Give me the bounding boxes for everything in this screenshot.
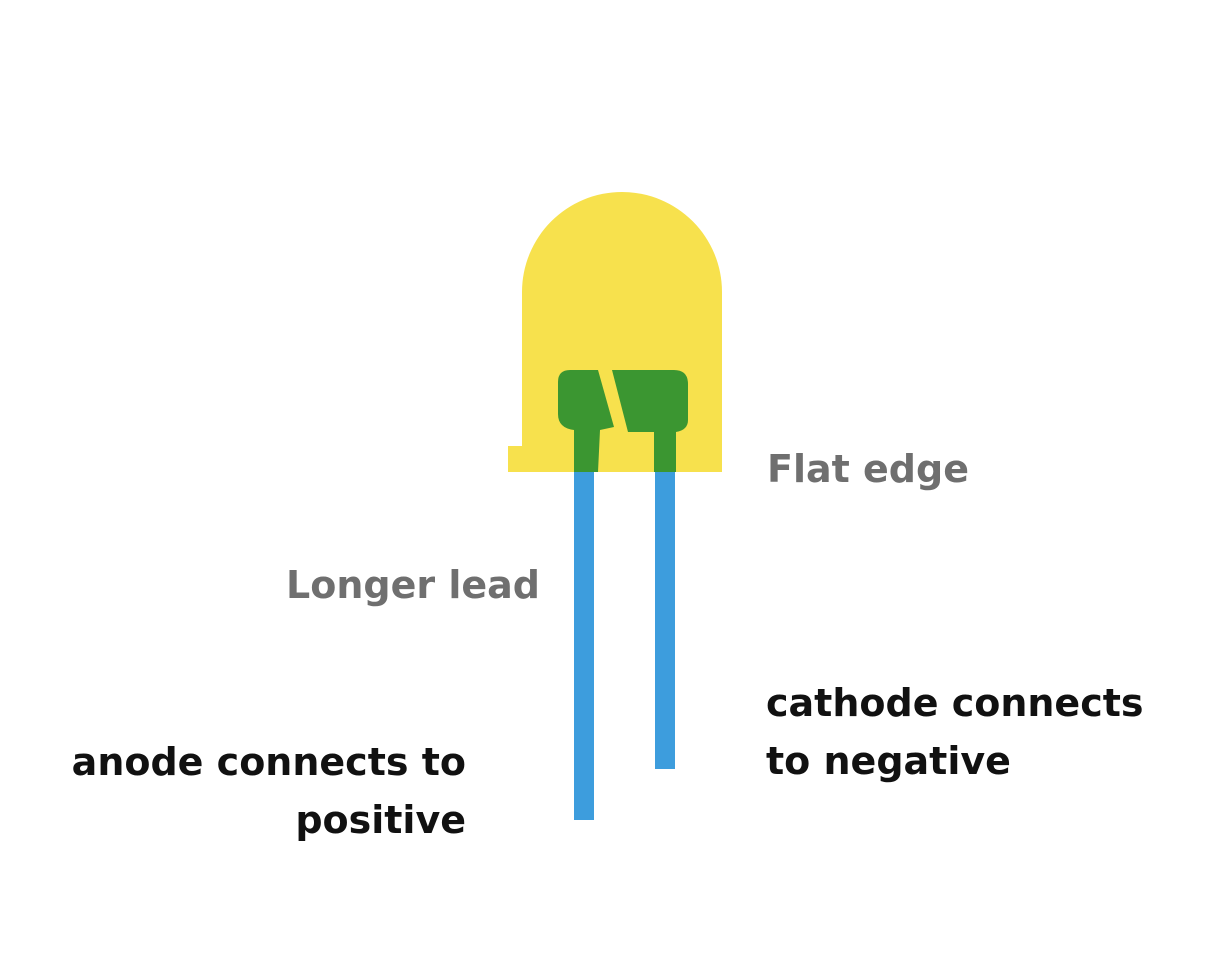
led-anode-post [558, 370, 614, 472]
cathode-label-line-1: cathode connects [766, 681, 1144, 725]
anode-lead [574, 472, 594, 820]
longer-lead-label: Longer lead [286, 563, 540, 607]
anode-label-line-1: anode connects to [71, 740, 466, 784]
led-bulb [508, 192, 722, 472]
cathode-label: cathode connects to negative [766, 674, 1186, 790]
anode-label: anode connects to positive [40, 733, 466, 849]
cathode-label-line-2: to negative [766, 739, 1011, 783]
led-cathode-anvil [612, 370, 688, 472]
anode-label-line-2: positive [295, 798, 466, 842]
cathode-lead [655, 472, 675, 769]
flat-edge-label: Flat edge [767, 447, 969, 491]
